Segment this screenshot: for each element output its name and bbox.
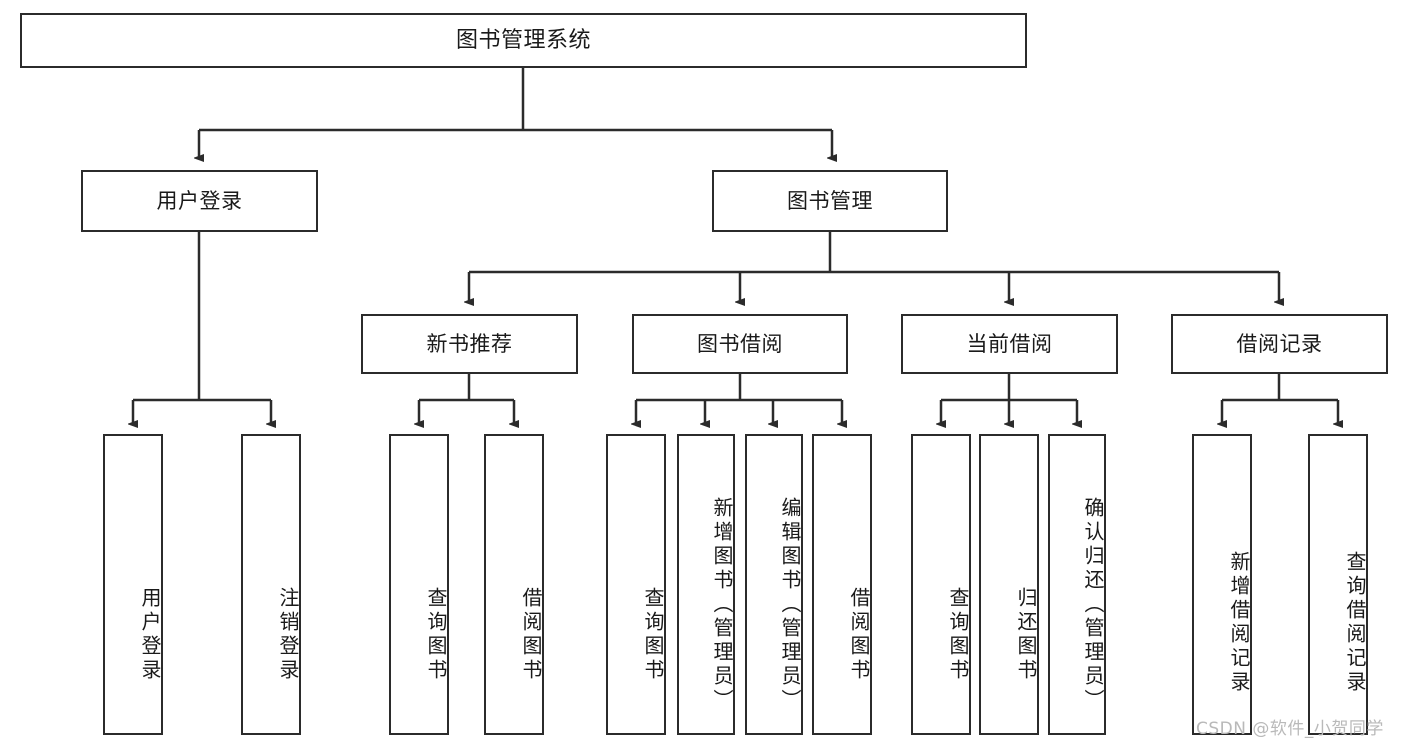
node-book-manage-label: 图书管理 xyxy=(787,188,873,213)
node-root-system[interactable]: 图书管理系统 xyxy=(20,13,1027,68)
node-user-login-label: 用户登录 xyxy=(156,188,243,213)
node-leaf-query-book-2-label: 查询图书 xyxy=(641,586,665,683)
node-book-manage[interactable]: 图书管理 xyxy=(712,170,948,232)
node-new-book-recommend-label: 新书推荐 xyxy=(426,331,513,356)
node-leaf-query-book-1[interactable]: 查询图书 xyxy=(389,434,449,735)
node-leaf-confirm-return-label: 确认归还（管理员） xyxy=(1081,496,1105,713)
node-current-borrow-label: 当前借阅 xyxy=(966,331,1053,356)
node-leaf-borrow-book-2[interactable]: 借阅图书 xyxy=(812,434,872,735)
node-leaf-query-record-label: 查询借阅记录 xyxy=(1343,550,1367,695)
node-root-label: 图书管理系统 xyxy=(455,27,591,53)
node-borrow-record[interactable]: 借阅记录 xyxy=(1171,314,1388,374)
node-leaf-query-record[interactable]: 查询借阅记录 xyxy=(1308,434,1368,735)
node-leaf-return-book[interactable]: 归还图书 xyxy=(979,434,1039,735)
node-leaf-query-book-3[interactable]: 查询图书 xyxy=(911,434,971,735)
node-leaf-user-logout-label: 注销登录 xyxy=(276,586,300,683)
node-book-borrow[interactable]: 图书借阅 xyxy=(632,314,848,374)
node-user-login[interactable]: 用户登录 xyxy=(81,170,318,232)
node-leaf-user-logout[interactable]: 注销登录 xyxy=(241,434,301,735)
node-leaf-add-book[interactable]: 新增图书（管理员） xyxy=(677,434,735,735)
node-leaf-query-book-3-label: 查询图书 xyxy=(946,586,970,683)
node-leaf-return-book-label: 归还图书 xyxy=(1014,586,1038,683)
node-leaf-user-login-label: 用户登录 xyxy=(138,586,162,683)
node-leaf-add-book-label: 新增图书（管理员） xyxy=(710,496,734,713)
csdn-watermark: CSDN @软件_小贺同学 xyxy=(1196,719,1384,739)
node-leaf-add-record[interactable]: 新增借阅记录 xyxy=(1192,434,1252,735)
node-leaf-user-login[interactable]: 用户登录 xyxy=(103,434,163,735)
node-leaf-add-record-label: 新增借阅记录 xyxy=(1227,550,1251,695)
node-leaf-edit-book-label: 编辑图书（管理员） xyxy=(778,496,802,713)
node-leaf-borrow-book-2-label: 借阅图书 xyxy=(847,586,871,683)
node-leaf-edit-book[interactable]: 编辑图书（管理员） xyxy=(745,434,803,735)
node-current-borrow[interactable]: 当前借阅 xyxy=(901,314,1118,374)
node-leaf-confirm-return[interactable]: 确认归还（管理员） xyxy=(1048,434,1106,735)
node-borrow-record-label: 借阅记录 xyxy=(1236,331,1323,356)
node-leaf-borrow-book-1-label: 借阅图书 xyxy=(519,586,543,683)
node-book-borrow-label: 图书借阅 xyxy=(697,331,783,356)
node-leaf-borrow-book-1[interactable]: 借阅图书 xyxy=(484,434,544,735)
node-leaf-query-book-2[interactable]: 查询图书 xyxy=(606,434,666,735)
node-new-book-recommend[interactable]: 新书推荐 xyxy=(361,314,578,374)
node-leaf-query-book-1-label: 查询图书 xyxy=(424,586,448,683)
